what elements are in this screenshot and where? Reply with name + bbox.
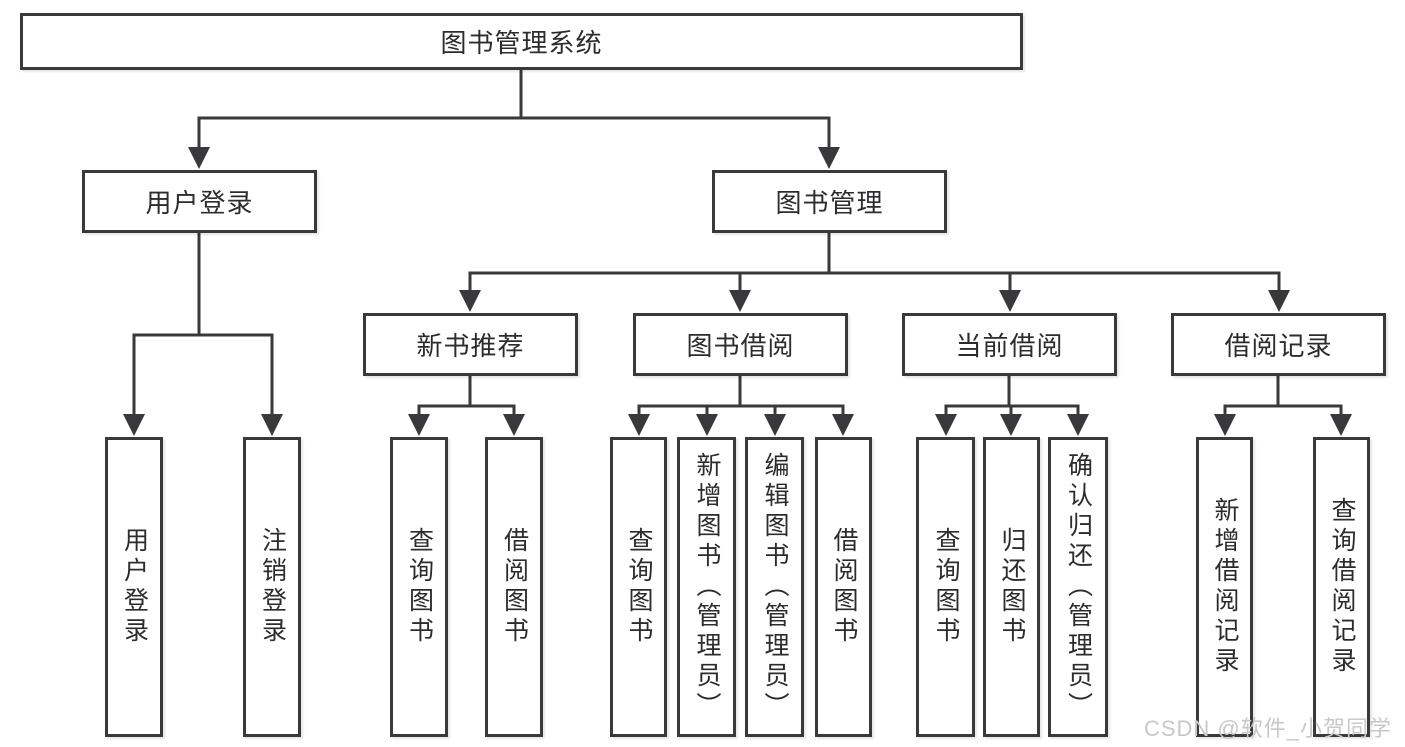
leaf-newbook-query-books: 查询图书: [390, 437, 448, 737]
leaf-records-query-record: 查询借阅记录: [1313, 437, 1370, 737]
csdn-watermark: CSDN @软件_小贺同学: [1143, 716, 1392, 741]
leaf-borrowing-edit-books-admin: 编辑图书（管理员）: [745, 437, 804, 737]
node-book-management: 图书管理: [712, 170, 947, 233]
leaf-borrowing-add-books-admin: 新增图书（管理员）: [677, 437, 736, 737]
node-new-book-recommend: 新书推荐: [363, 313, 578, 376]
leaf-records-add-record: 新增借阅记录: [1196, 437, 1253, 737]
leaf-borrowing-query-books: 查询图书: [610, 437, 667, 737]
node-borrowing-records: 借阅记录: [1171, 313, 1386, 376]
leaf-borrowing-borrow-books: 借阅图书: [815, 437, 872, 737]
leaf-logout: 注销登录: [243, 437, 301, 737]
leaf-current-return-books: 归还图书: [983, 437, 1040, 737]
node-current-borrowing: 当前借阅: [902, 313, 1117, 376]
node-root: 图书管理系统: [20, 13, 1023, 70]
leaf-current-query-books: 查询图书: [916, 437, 975, 737]
leaf-newbook-borrow-books: 借阅图书: [485, 437, 543, 737]
node-user-login: 用户登录: [82, 170, 317, 233]
leaf-user-login: 用户登录: [105, 437, 163, 737]
leaf-current-confirm-return-admin: 确认归还（管理员）: [1048, 437, 1108, 737]
node-book-borrowing: 图书借阅: [633, 313, 848, 376]
